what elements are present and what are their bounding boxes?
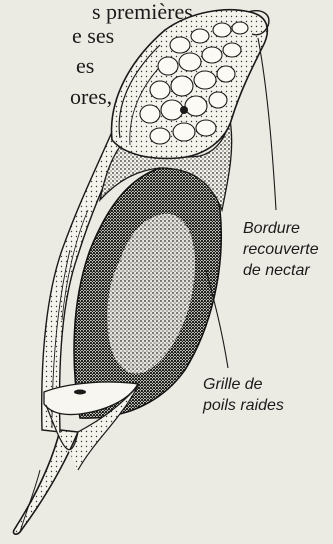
label-line: recouverte [243,239,319,260]
pitcher-stalk [13,430,78,534]
label-hair-grille: Grille de poils raides [203,374,284,416]
fluid-spot [74,390,86,395]
hood-center-spot [180,106,188,114]
label-nectar-border: Bordure recouverte de nectar [243,218,319,281]
leader-line-nectar [258,38,276,210]
label-line: de nectar [243,260,319,281]
label-line: Grille de [203,374,284,395]
label-line: Bordure [243,218,319,239]
label-line: poils raides [203,395,284,416]
